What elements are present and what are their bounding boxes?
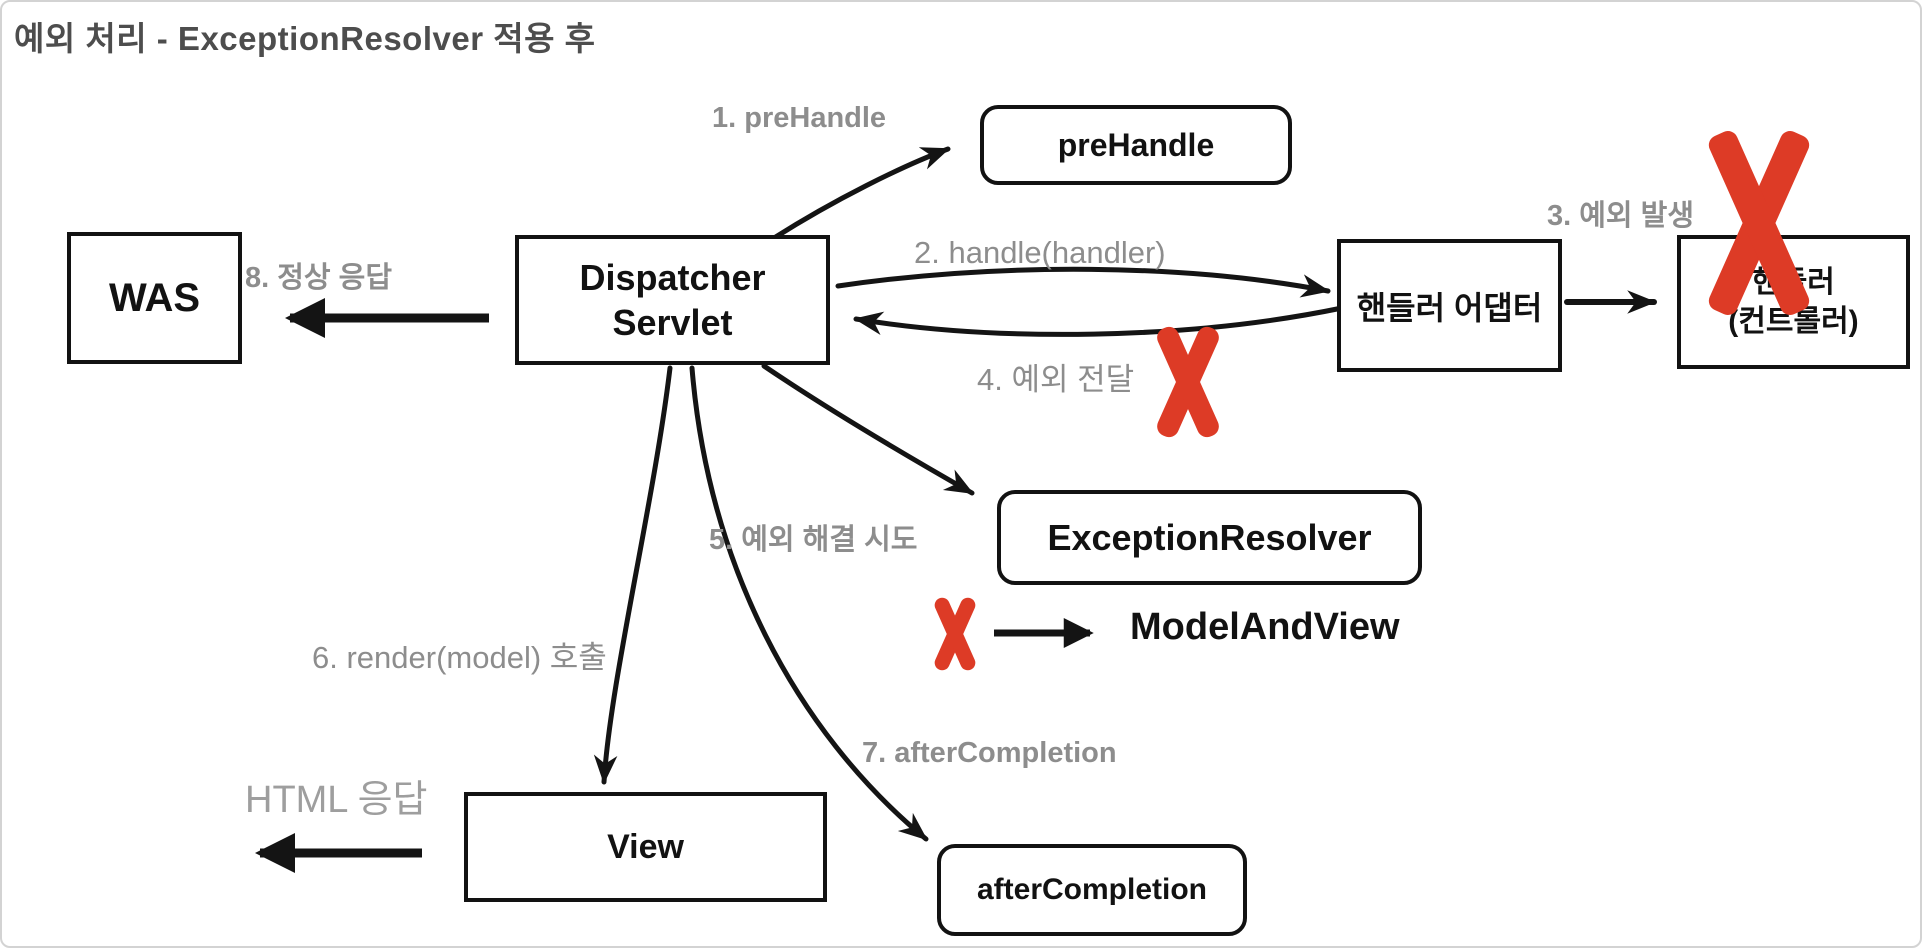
node-dispatcher-line1: Dispatcher [579, 257, 766, 298]
diagram-title: 예외 처리 - ExceptionResolver 적용 후 [14, 20, 596, 57]
node-view: View [464, 792, 827, 902]
label-step-1: 1. preHandle [712, 102, 887, 134]
arrow-step1-prehandle [771, 146, 951, 241]
node-prehandle-label: preHandle [1057, 126, 1215, 163]
arrow-step4-exception-return [853, 305, 1345, 337]
arrow-step2-handle [835, 266, 1331, 298]
error-x-icon-exception-forward [1140, 323, 1235, 441]
node-was: WAS [67, 232, 242, 364]
label-step-5: 5. 예외 해결 시도 [709, 524, 918, 556]
node-exception-resolver: ExceptionResolver [997, 490, 1422, 585]
label-html-response: HTML 응답 [245, 779, 428, 821]
arrow-step7-to-aftercompletion [689, 365, 929, 842]
node-aftercompletion-label: afterCompletion [976, 873, 1207, 906]
node-handler-controller: 핸들러 (컨트롤러) [1677, 235, 1910, 369]
arrow-step6-to-view [593, 365, 673, 785]
node-aftercompletion: afterCompletion [937, 844, 1247, 936]
node-was-label: WAS [108, 275, 201, 320]
node-handler-adapter-label: 핸들러 어댑터 [1356, 289, 1543, 326]
node-modelandview-label: ModelAndView [1130, 606, 1400, 648]
label-step-4: 4. 예외 전달 [977, 362, 1135, 397]
node-view-label: View [607, 827, 684, 866]
error-x-icon-handler [1694, 127, 1824, 318]
node-prehandle: preHandle [980, 105, 1292, 185]
label-step-6: 6. render(model) 호출 [312, 640, 607, 675]
node-handler-adapter: 핸들러 어댑터 [1337, 239, 1562, 372]
node-dispatcher-line2: Servlet [612, 302, 733, 343]
label-step-8: 8. 정상 응답 [245, 262, 393, 294]
error-x-icon-modelandview [922, 595, 987, 673]
arrow-step5-to-resolver [761, 363, 975, 496]
node-exception-resolver-label: ExceptionResolver [1047, 516, 1372, 558]
label-step-2: 2. handle(handler) [914, 235, 1166, 270]
node-dispatcher-servlet: Dispatcher Servlet [515, 235, 830, 365]
label-step-7: 7. afterCompletion [862, 737, 1117, 769]
label-step-3: 3. 예외 발생 [1547, 200, 1695, 232]
